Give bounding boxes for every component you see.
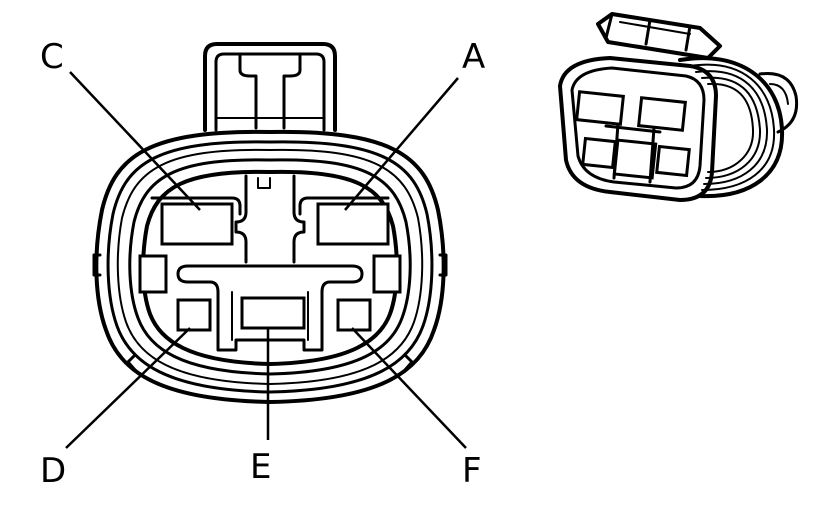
cavity-a	[316, 202, 390, 246]
locking-tab	[203, 42, 337, 132]
leader-lines	[65, 71, 467, 449]
cavity-e	[240, 296, 306, 330]
pin-label-c: C	[40, 37, 64, 77]
pin-label-e: E	[250, 447, 271, 487]
housing-outline	[92, 129, 448, 404]
connector-isometric-view	[558, 12, 799, 202]
cavity-c	[160, 202, 234, 246]
side-slot-right	[372, 254, 402, 294]
pin-label-d: D	[40, 451, 66, 491]
inner-cavity-frame	[150, 174, 390, 352]
leader-c	[69, 71, 201, 211]
leader-f	[351, 327, 467, 449]
leader-a	[344, 77, 459, 211]
cavity-d	[176, 298, 212, 332]
connector-face-view	[92, 42, 448, 404]
leader-d	[65, 327, 191, 449]
pin-label-f: F	[462, 451, 482, 491]
pin-label-a: A	[462, 37, 485, 77]
cavity-f	[336, 298, 372, 332]
side-slot-left	[138, 254, 168, 294]
